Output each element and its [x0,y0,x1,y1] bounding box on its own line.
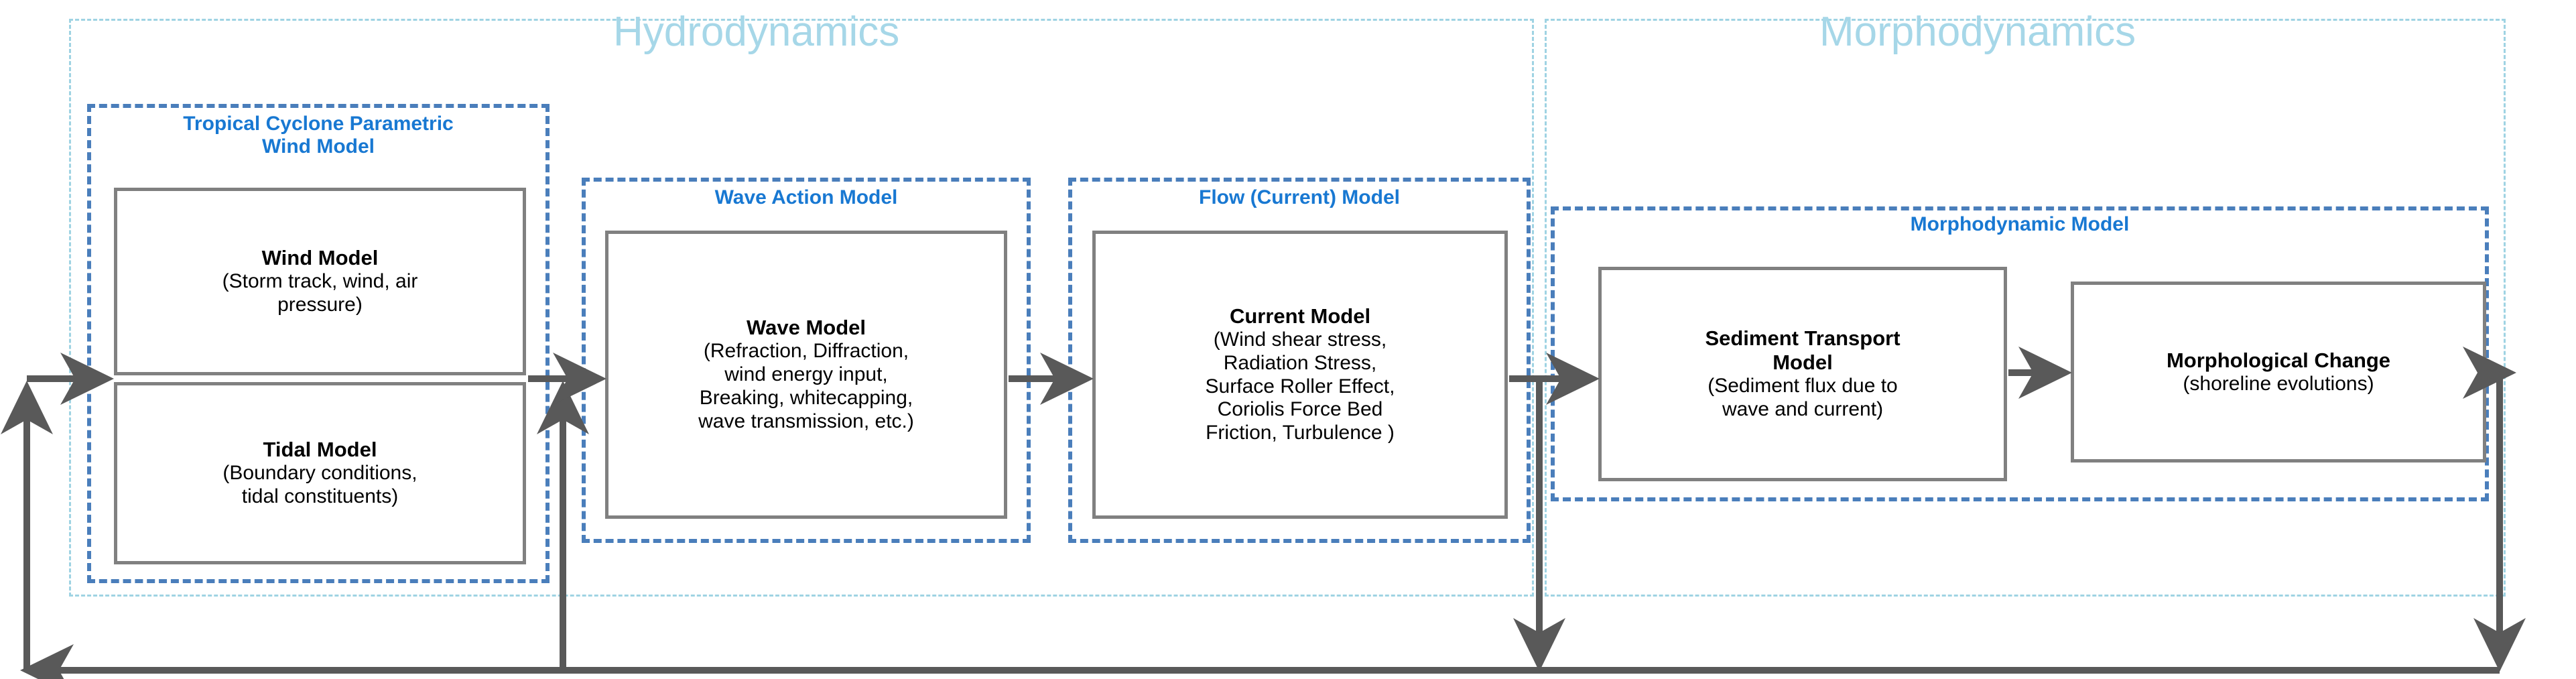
tropical-cyclone-group [87,104,550,583]
wave-model-box[interactable]: Wave Model (Refraction, Diffraction, win… [605,231,1007,519]
wave-model-title: Wave Model [747,316,866,340]
wave-action-group-title: Wave Action Model [714,186,898,208]
tidal-model-box[interactable]: Tidal Model (Boundary conditions, tidal … [114,382,526,564]
wind-model-title: Wind Model [261,246,379,270]
morphodynamic-group-title: Morphodynamic Model [1910,213,2130,235]
sediment-transport-model-title: Sediment Transport Model [1705,326,1901,375]
morphodynamics-title: Morphodynamics [1819,9,2136,55]
current-model-box[interactable]: Current Model (Wind shear stress, Radiat… [1092,231,1508,519]
morphological-change-subtitle: (shoreline evolutions) [2183,372,2374,395]
wind-model-box[interactable]: Wind Model (Storm track, wind, air press… [114,188,526,375]
morphological-change-title: Morphological Change [2166,348,2391,372]
wind-model-subtitle: (Storm track, wind, air pressure) [222,270,418,316]
sediment-transport-model-subtitle: (Sediment flux due to wave and current) [1708,375,1898,420]
flow-current-group-title: Flow (Current) Model [1199,186,1400,208]
current-model-title: Current Model [1229,304,1371,328]
tidal-model-title: Tidal Model [263,438,377,462]
sediment-transport-model-box[interactable]: Sediment Transport Model (Sediment flux … [1598,267,2007,481]
wave-model-subtitle: (Refraction, Diffraction, wind energy in… [698,340,914,432]
hydrodynamics-title: Hydrodynamics [613,9,900,55]
morphological-change-box[interactable]: Morphological Change (shoreline evolutio… [2071,282,2486,462]
current-model-subtitle: (Wind shear stress, Radiation Stress, Su… [1205,328,1395,444]
hydrodynamics-container [69,19,1534,597]
tidal-model-subtitle: (Boundary conditions, tidal constituents… [222,462,417,507]
tropical-cyclone-group-title: Tropical Cyclone Parametric Wind Model [183,113,454,158]
morphodynamics-container [1545,19,2506,597]
